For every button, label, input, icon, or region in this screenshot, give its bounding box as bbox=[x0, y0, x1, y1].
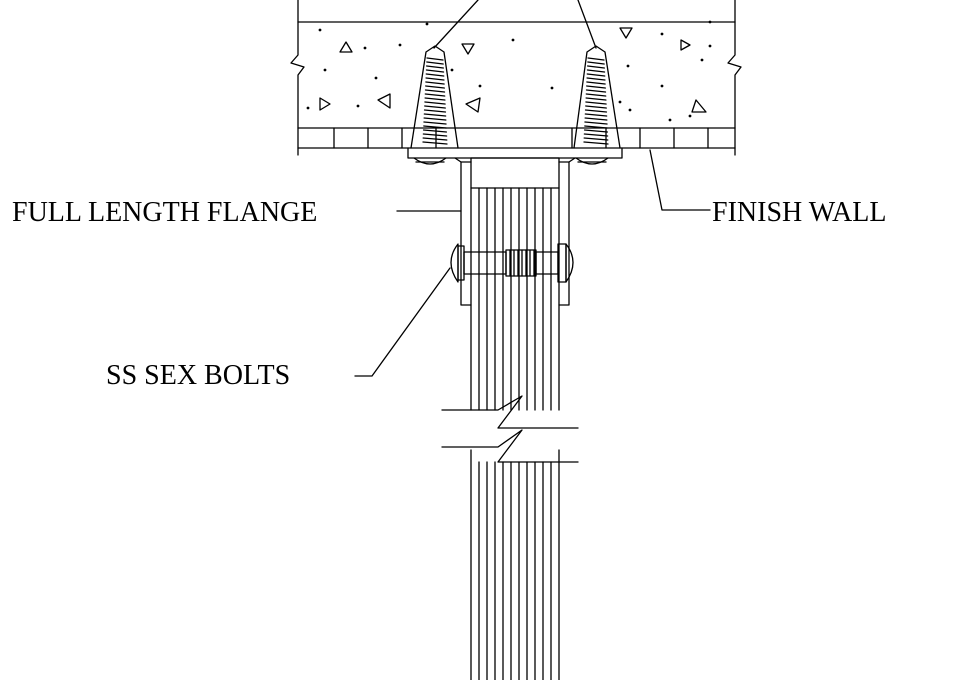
concrete-wall bbox=[291, 0, 741, 155]
partition-panel bbox=[471, 158, 559, 680]
leader-lines bbox=[355, 150, 710, 376]
left-anchor bbox=[411, 46, 458, 148]
right-anchor bbox=[574, 46, 620, 148]
panel-break bbox=[442, 396, 578, 462]
ss-sex-bolts-label: SS SEX BOLTS bbox=[106, 360, 291, 391]
flange-base-plate bbox=[408, 148, 622, 164]
concrete-aggregate-dots bbox=[306, 20, 712, 122]
ss-sex-bolt bbox=[451, 244, 573, 282]
concrete-aggregate bbox=[320, 28, 706, 112]
finish-wall-label: FINISH WALL bbox=[712, 197, 887, 228]
full-length-flange bbox=[455, 158, 575, 305]
full-length-flange-label: FULL LENGTH FLANGE bbox=[12, 197, 318, 228]
finish-wall-layer bbox=[334, 128, 708, 148]
